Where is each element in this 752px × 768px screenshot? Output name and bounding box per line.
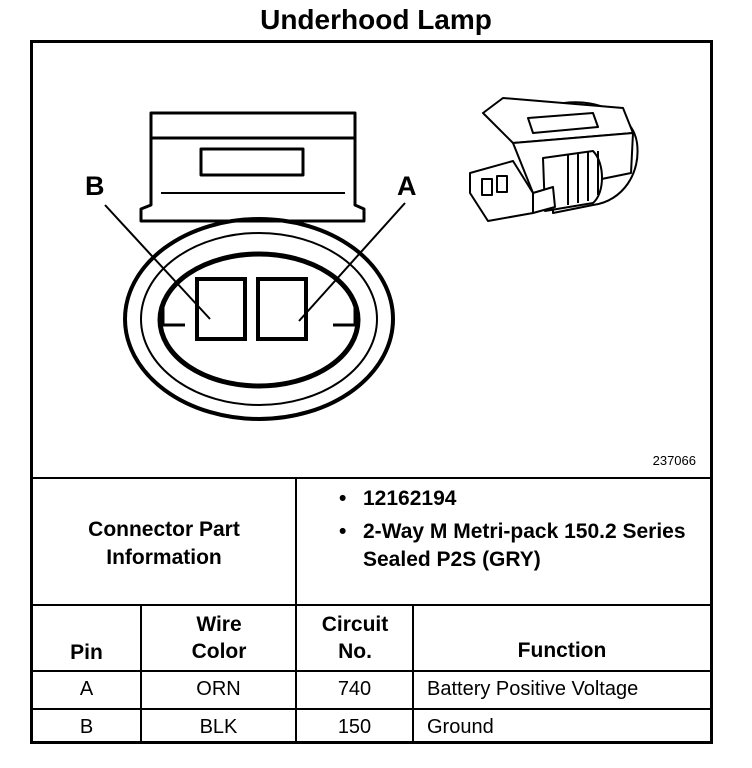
header-function: Function [517, 639, 607, 662]
table-cell-pin: A [79, 678, 94, 700]
outer-seal [123, 217, 395, 421]
table-cell-function: Ground [427, 716, 494, 738]
divider [140, 604, 142, 744]
connector-info-label: Connector Part Information [88, 518, 240, 569]
divider [295, 604, 297, 744]
divider [33, 477, 710, 479]
table-cell-wire-color: ORN [196, 678, 241, 700]
pin-label-b: B [85, 171, 105, 201]
divider [295, 477, 297, 606]
connector-figure: B A 237066 [33, 43, 710, 477]
connector-info-list: •12162194 •2-Way M Metri-pack 150.2 Seri… [333, 485, 703, 579]
pin-label-a: A [397, 171, 417, 201]
table-cell-function: Battery Positive Voltage [427, 678, 639, 700]
connector-face-drawing: B A [85, 97, 639, 421]
latch-window [199, 147, 305, 177]
divider [412, 604, 414, 744]
list-item: •12162194 [333, 485, 703, 513]
page-title: Underhood Lamp [260, 4, 492, 35]
connector-sheet: B A 237066 Connector Part Information •1… [30, 40, 713, 744]
table-cell-pin: B [79, 716, 94, 738]
divider [33, 708, 710, 710]
cavity-a [256, 277, 308, 341]
inner-seal [157, 251, 361, 389]
list-item: •2-Way M Metri-pack 150.2 Series Sealed … [339, 520, 686, 571]
cavity-b [195, 277, 247, 341]
header-wire-color: Wire Color [191, 613, 247, 663]
table-cell-circuit-no: 150 [337, 716, 372, 738]
divider [33, 604, 710, 606]
header-pin: Pin [70, 641, 103, 664]
bullet-icon: • [339, 487, 347, 510]
bullet-icon: • [339, 520, 347, 543]
header-circuit-no: Circuit No. [321, 613, 389, 663]
table-cell-circuit-no: 740 [337, 678, 372, 700]
table-cell-wire-color: BLK [199, 716, 238, 738]
leader-a [298, 202, 406, 322]
figure-id: 237066 [652, 453, 696, 468]
connector-3d-view [469, 97, 639, 222]
leader-b [104, 204, 211, 320]
divider [33, 670, 710, 672]
